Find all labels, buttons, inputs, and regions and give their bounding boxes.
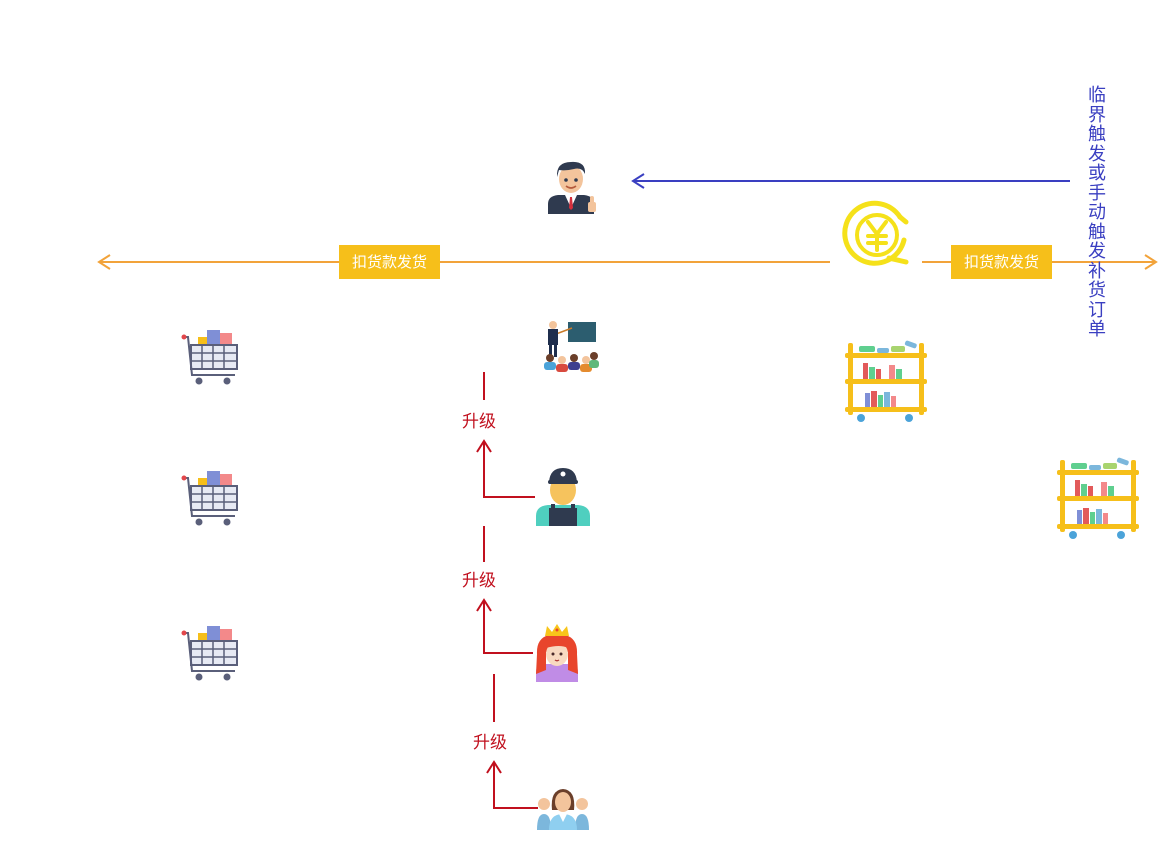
upgrade-connector-2	[476, 526, 533, 654]
deduct-ship-label-right: 扣货款发货	[951, 245, 1053, 279]
goods-shelf-icon	[845, 340, 927, 422]
shopping-cart-icon	[181, 330, 238, 385]
businessman-thumbs-up-icon	[548, 161, 596, 214]
trigger-flow-line	[631, 173, 1070, 189]
shopping-cart-icon	[181, 626, 238, 681]
upgrade-label-2: 升级	[461, 570, 497, 592]
upgrade-connector-3	[486, 674, 538, 809]
upgrade-label-1: 升级	[461, 411, 497, 433]
trainer-teaching-group-icon	[544, 321, 599, 372]
upgrade-label-3: 升级	[472, 732, 508, 754]
deduct-ship-label-left: 扣货款发货	[339, 245, 441, 279]
crowd-people-icon	[537, 789, 589, 830]
trigger-restock-label: 临界触发或手动触发补货订单	[1088, 85, 1106, 340]
worker-cap-icon	[536, 468, 590, 526]
crowned-girl-icon	[536, 624, 578, 682]
shopping-cart-icon	[181, 471, 238, 526]
yuan-payment-icon	[842, 200, 909, 266]
goods-shelf-icon	[1057, 457, 1139, 539]
upgrade-connector-1	[476, 372, 535, 498]
